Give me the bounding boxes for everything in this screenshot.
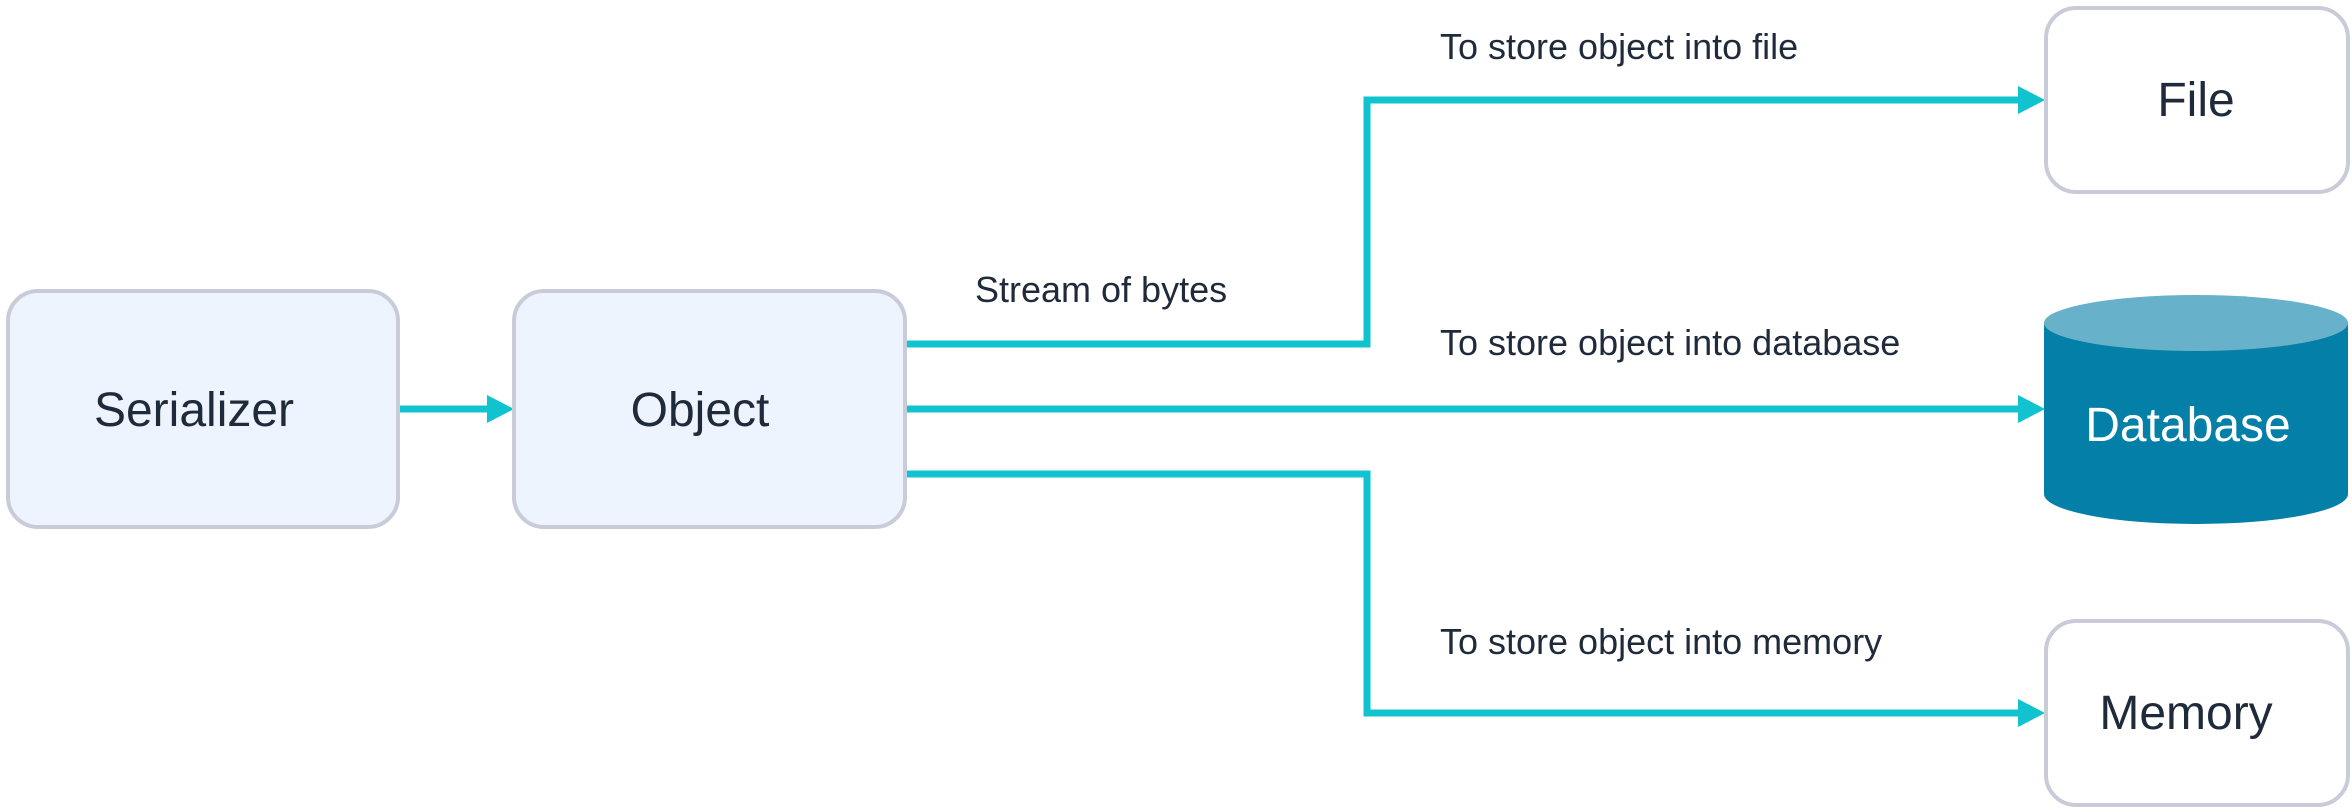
arrowhead-file	[2018, 86, 2045, 114]
file-label: File	[2157, 74, 2234, 127]
edges	[397, 86, 2045, 727]
node-object: Object	[512, 289, 907, 529]
edge-object-to-file	[905, 96, 2020, 348]
arrowhead-memory	[2018, 699, 2045, 727]
node-file: File	[2044, 6, 2350, 194]
node-memory: Memory	[2044, 619, 2350, 807]
memory-label: Memory	[2099, 687, 2272, 740]
stream-of-bytes-label: Stream of bytes	[975, 269, 1227, 310]
to-memory-label: To store object into memory	[1440, 621, 1882, 662]
database-label: Database	[2085, 399, 2290, 452]
to-file-label: To store object into file	[1440, 26, 1798, 67]
database-cylinder-top	[2044, 295, 2348, 351]
serializer-label: Serializer	[94, 384, 294, 437]
node-database: Database	[2044, 295, 2348, 524]
to-database-label: To store object into database	[1440, 322, 1900, 363]
arrowhead-database	[2018, 395, 2045, 423]
edge-labels: Stream of bytes To store object into fil…	[975, 26, 1900, 662]
node-serializer: Serializer	[6, 289, 400, 529]
object-label: Object	[631, 384, 770, 437]
database-cylinder-body	[2044, 323, 2348, 524]
edge-object-to-memory	[905, 470, 2020, 717]
arrowhead-object	[487, 395, 514, 423]
